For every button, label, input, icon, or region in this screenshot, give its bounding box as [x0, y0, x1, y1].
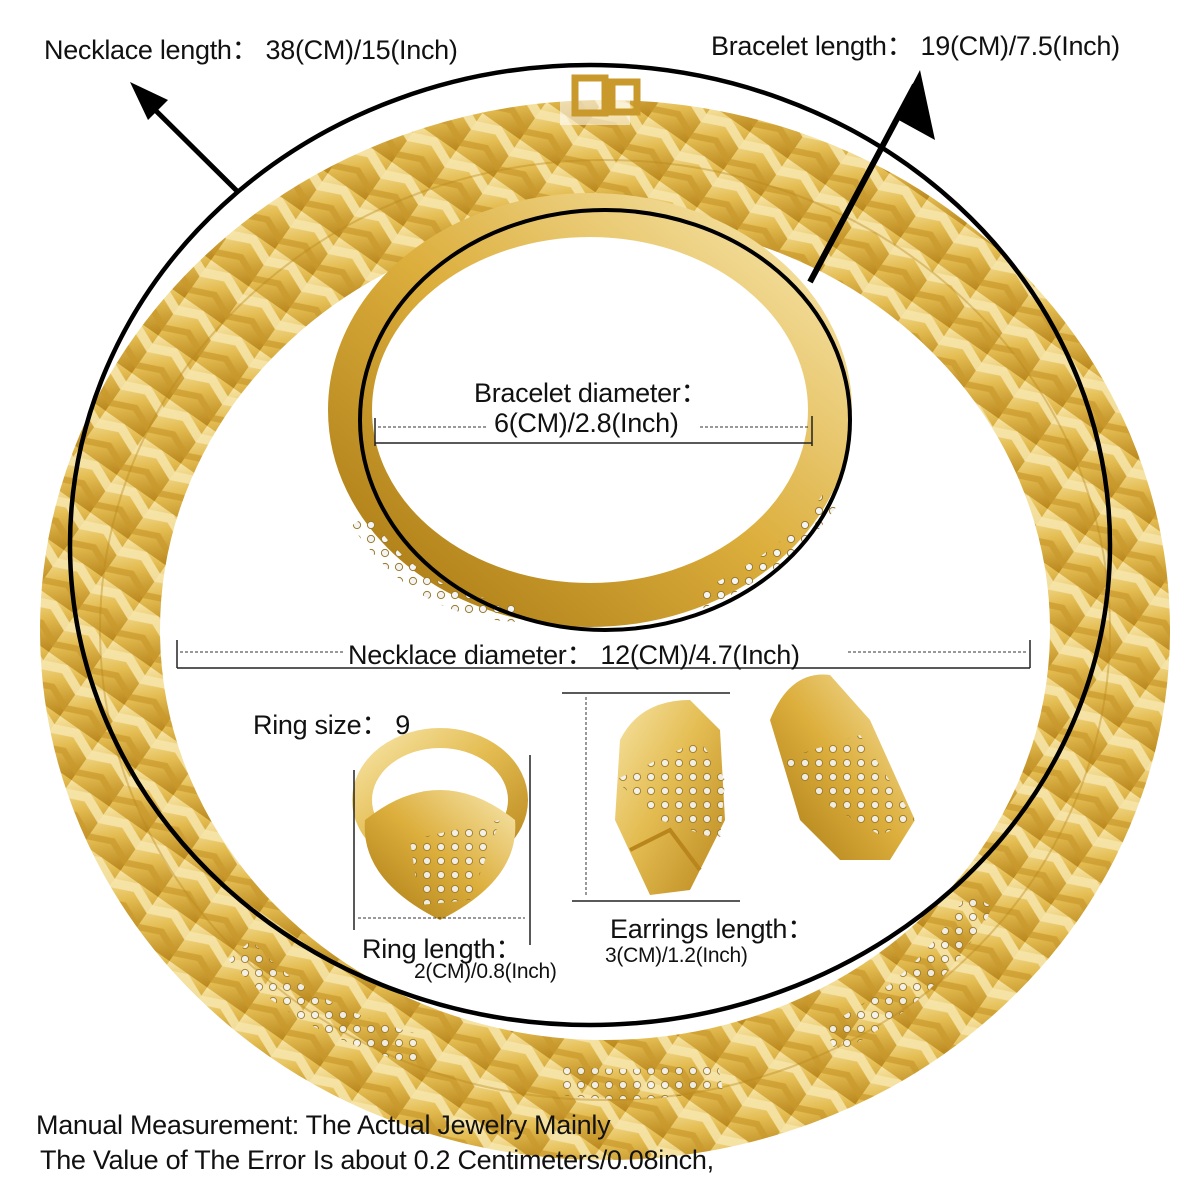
footer-note-line-2: The Value of The Error Is about 0.2 Cent… [40, 1145, 714, 1175]
bracelet-diameter-dimension [374, 416, 813, 446]
ring-image [352, 728, 528, 920]
bracelet-length-arrow [807, 70, 935, 284]
bracelet-diameter-value: 6(CM)/2.8(Inch) [494, 408, 679, 438]
earring-right-image [770, 674, 915, 860]
necklace-outline-circle [67, 62, 1113, 1028]
earrings-length-value: 3(CM)/1.2(Inch) [605, 944, 748, 967]
footer-note-line-1: Manual Measurement: The Actual Jewelry M… [36, 1110, 611, 1140]
ring-size-label: Ring size： 9 [253, 710, 410, 740]
ring-length-title: Ring length： [362, 934, 522, 964]
necklace-length-label: Necklace length： 38(CM)/15(Inch) [44, 35, 458, 65]
necklace-diameter-label: Necklace diameter： 12(CM)/4.7(Inch) [348, 640, 800, 670]
bracelet-diameter-title: Bracelet diameter： [474, 378, 708, 408]
earrings-length-title: Earrings length： [610, 914, 814, 944]
necklace-length-arrow [130, 82, 240, 194]
earring-length-dimension [562, 692, 740, 902]
earring-left-image [615, 700, 725, 895]
bracelet-length-label: Bracelet length： 19(CM)/7.5(Inch) [711, 31, 1120, 61]
bracelet-outline-circle [358, 208, 852, 632]
ring-length-value: 2(CM)/0.8(Inch) [414, 960, 557, 983]
ring-length-dimension [353, 755, 531, 945]
necklace-diameter-dimension [176, 640, 1031, 669]
necklace-image [40, 70, 1170, 1160]
